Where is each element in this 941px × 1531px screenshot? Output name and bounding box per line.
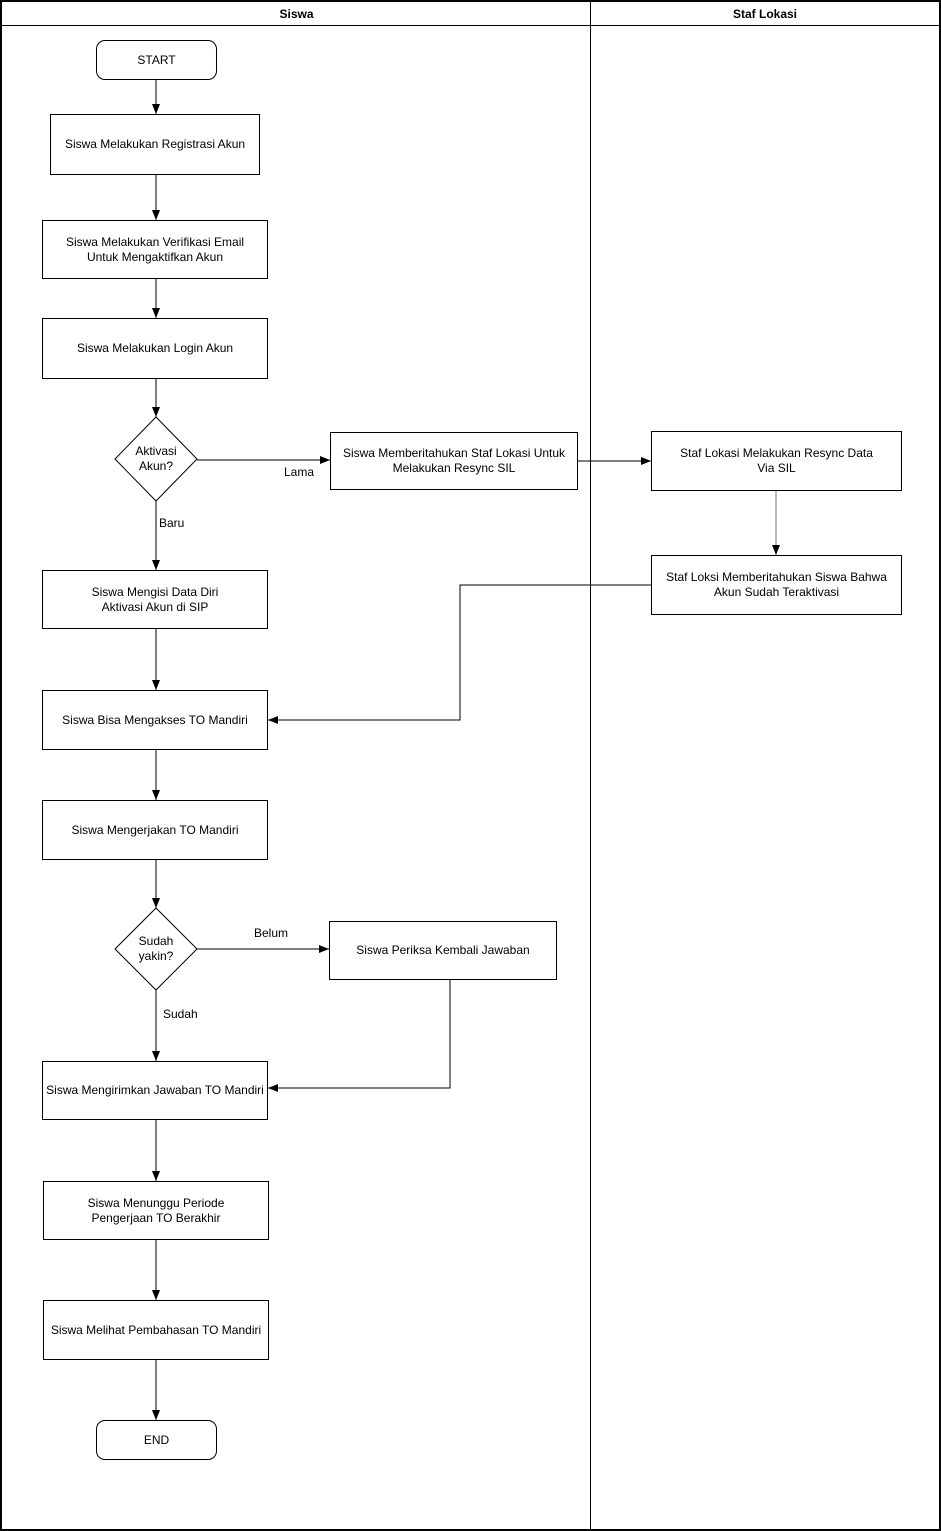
decision-shape-aktivasi-akun — [114, 416, 198, 502]
node-teraktivasi-label: Staf Loksi Memberitahukan Siswa Bahwa Ak… — [666, 570, 887, 599]
node-memberitahukan-staf: Siswa Memberitahukan Staf Lokasi Untuk M… — [330, 432, 578, 490]
node-mengisi-data-diri: Siswa Mengisi Data Diri Aktivasi Akun di… — [42, 570, 268, 629]
node-menunggu-label: Siswa Menunggu Periode Pengerjaan TO Ber… — [87, 1195, 225, 1225]
node-start-label: START — [137, 52, 176, 67]
node-verifikasi-label: Siswa Melakukan Verifikasi Email Untuk M… — [65, 234, 245, 264]
edge-periksa-to-mengirimkan — [268, 980, 451, 1092]
lane-label-siswa: Siswa — [279, 6, 314, 21]
node-periksa-label: Siswa Periksa Kembali Jawaban — [356, 943, 530, 957]
node-decision-aktivasi-akun: Aktivasi Akun? — [115, 417, 197, 501]
node-registrasi-label: Siswa Melakukan Registrasi Akun — [64, 137, 246, 151]
lane-divider — [590, 2, 591, 1529]
node-start: START — [96, 40, 217, 80]
decision-shape-sudah-yakin — [114, 907, 198, 991]
edge-label-belum: Belum — [254, 926, 289, 940]
lane-header-staf-lokasi: Staf Lokasi — [591, 2, 939, 25]
node-mengerjakan-to: Siswa Mengerjakan TO Mandiri — [42, 800, 268, 860]
node-akun-teraktivasi: Staf Loksi Memberitahukan Siswa Bahwa Ak… — [651, 555, 902, 615]
node-melihat-label: Siswa Melihat Pembahasan TO Mandiri — [50, 1322, 262, 1337]
node-login-label: Siswa Melakukan Login Akun — [76, 341, 234, 355]
edge-label-lama: Lama — [284, 465, 315, 479]
decision-aktivasi-label: Aktivasi Akun? — [135, 444, 177, 473]
node-mengisi-label: Siswa Mengisi Data Diri Aktivasi Akun di… — [91, 584, 219, 614]
node-end: END — [96, 1420, 217, 1460]
node-resync-label: Staf Lokasi Melakukan Resync Data Via SI… — [680, 446, 873, 475]
lane-label-staf-lokasi: Staf Lokasi — [732, 6, 798, 21]
node-menunggu-periode: Siswa Menunggu Periode Pengerjaan TO Ber… — [43, 1181, 269, 1240]
node-periksa-jawaban: Siswa Periksa Kembali Jawaban — [329, 921, 557, 980]
lane-header-siswa: Siswa — [2, 2, 591, 25]
node-mengirimkan-jawaban: Siswa Mengirimkan Jawaban TO Mandiri — [42, 1061, 268, 1120]
node-mengirimkan-label: Siswa Mengirimkan Jawaban TO Mandiri — [46, 1083, 264, 1097]
edge-label-baru: Baru — [159, 516, 185, 530]
node-mengakses-label: Siswa Bisa Mengakses TO Mandiri — [62, 712, 248, 727]
node-resync-data: Staf Lokasi Melakukan Resync Data Via SI… — [651, 431, 902, 491]
node-login-akun: Siswa Melakukan Login Akun — [42, 318, 268, 379]
swimlane-header-row: Siswa Staf Lokasi — [2, 2, 939, 26]
node-verifikasi-email: Siswa Melakukan Verifikasi Email Untuk M… — [42, 220, 268, 279]
decision-yakin-label: Sudah yakin? — [138, 934, 174, 963]
node-memberitahukan-label: Siswa Memberitahukan Staf Lokasi Untuk M… — [342, 446, 566, 475]
node-mengerjakan-label: Siswa Mengerjakan TO Mandiri — [71, 822, 239, 837]
node-melihat-pembahasan: Siswa Melihat Pembahasan TO Mandiri — [43, 1300, 269, 1360]
node-end-label: END — [143, 1432, 170, 1447]
edge-label-sudah: Sudah — [163, 1007, 198, 1021]
node-mengakses-to: Siswa Bisa Mengakses TO Mandiri — [42, 690, 268, 750]
edge-teraktivasi-to-mengakses — [268, 584, 651, 724]
node-registrasi-akun: Siswa Melakukan Registrasi Akun — [50, 114, 260, 175]
node-decision-sudah-yakin: Sudah yakin? — [115, 908, 197, 990]
